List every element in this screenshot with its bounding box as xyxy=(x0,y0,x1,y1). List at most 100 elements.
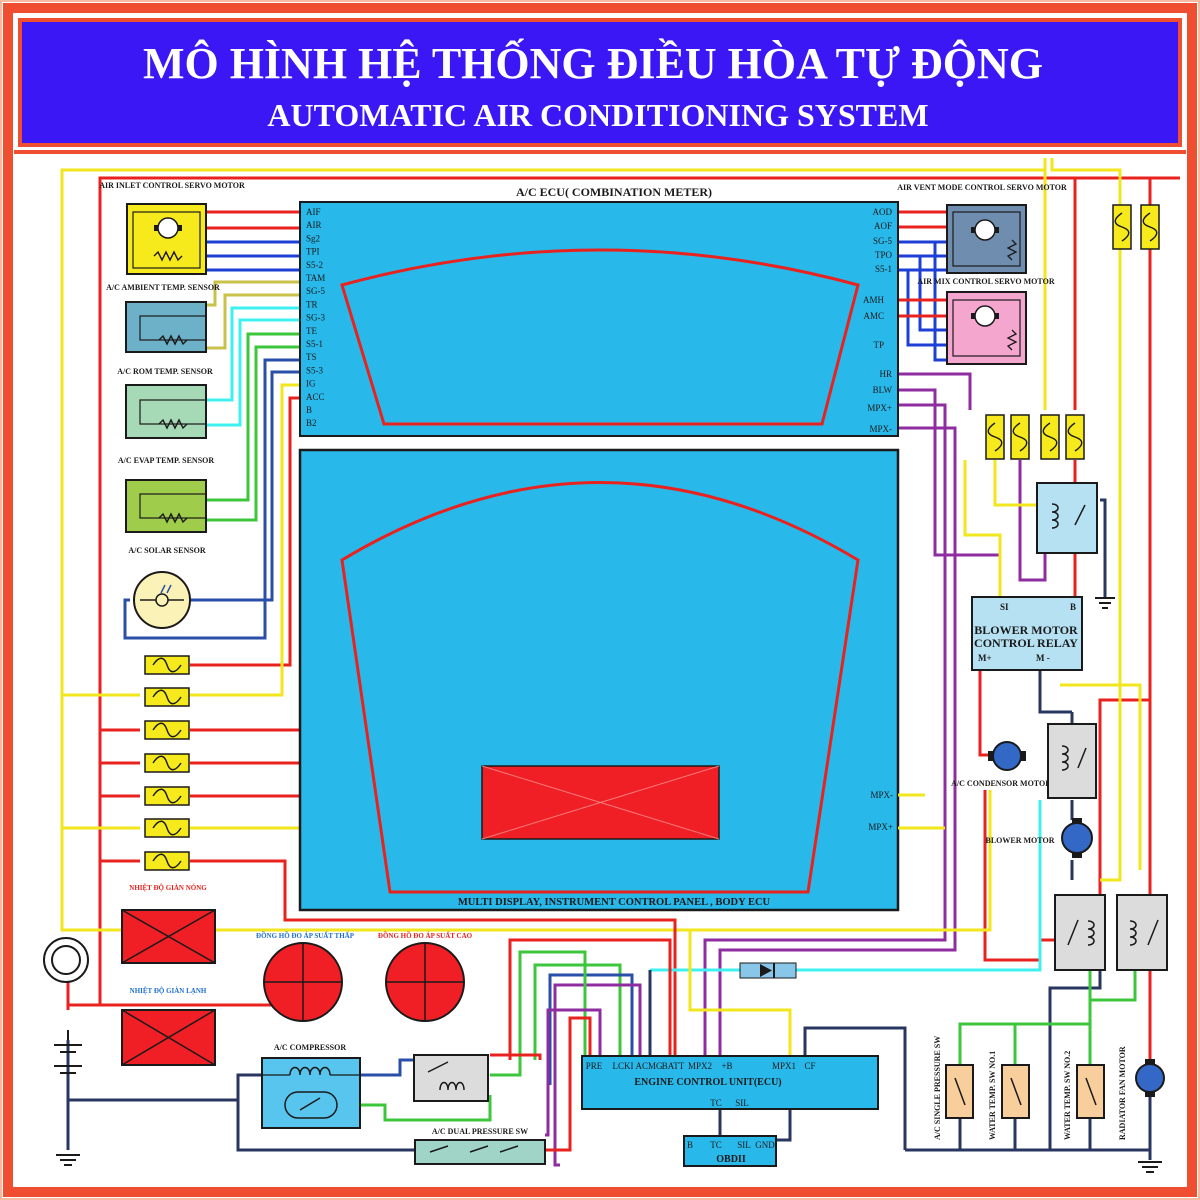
solar-label: A/C SOLAR SENSOR xyxy=(128,546,206,555)
battery xyxy=(54,1030,82,1074)
ac-ecu-pin-acc: ACC xyxy=(306,392,325,402)
left-fuse-bank xyxy=(144,655,190,871)
ac-ecu-pin-sg2: Sg2 xyxy=(306,233,320,243)
ac-ecu-pin-b2: B2 xyxy=(306,418,317,428)
radiator-fan-motor: RADIATOR FAN MOTOR xyxy=(1118,1046,1165,1140)
ecu-pin-mpx2: MPX2 xyxy=(688,1061,712,1071)
cold-temp-label: NHIỆT ĐỘ GIÀN LẠNH xyxy=(130,987,207,995)
ecu-pin-sil: SIL xyxy=(735,1098,749,1108)
fuse-icon xyxy=(144,786,190,806)
compressor-label: A/C COMPRESSOR xyxy=(274,1043,346,1052)
fuse-icon xyxy=(1065,414,1085,460)
blower-relay-b: B xyxy=(1070,602,1076,612)
fuse-icon xyxy=(144,753,190,773)
ac-ecu-pin-r-hr: HR xyxy=(879,369,892,379)
multi-display-ecu: MULTI DISPLAY, INSTRUMENT CONTROL PANEL … xyxy=(298,448,945,912)
air-inlet-label: AIR INLET CONTROL SERVO MOTOR xyxy=(99,181,245,190)
md-pin-mpx-minus: MPX- xyxy=(870,790,893,800)
right-fuse-bank-top xyxy=(1112,204,1160,250)
md-pin-mpx-plus: MPX+ xyxy=(868,822,893,832)
ambient-label: A/C AMBIENT TEMP. SENSOR xyxy=(106,283,220,292)
engine-ecu-title: ENGINE CONTROL UNIT(ECU) xyxy=(634,1077,781,1088)
ac-ecu-title: A/C ECU( COMBINATION METER) xyxy=(516,185,712,199)
multi-display-label: MULTI DISPLAY, INSTRUMENT CONTROL PANEL … xyxy=(458,897,771,908)
ground-icon xyxy=(1138,1161,1162,1173)
ac-ecu-pin-sg-3: SG-3 xyxy=(306,313,326,323)
multi-display-screen xyxy=(340,481,860,894)
fuse-icon xyxy=(144,687,190,707)
low-gauge-label: ĐỒNG HỒ ĐO ÁP SUẤT THẤP xyxy=(256,932,355,940)
blower-main-relay xyxy=(1036,482,1098,554)
blower-relay-mminus: M - xyxy=(1036,653,1050,663)
fuse-icon xyxy=(144,851,190,871)
ac-ecu-pin-tam: TAM xyxy=(306,273,325,283)
title-en: AUTOMATIC AIR CONDITIONING SYSTEM xyxy=(267,97,928,133)
fan-relay-2 xyxy=(1116,894,1168,971)
compressor-relay xyxy=(413,1054,489,1102)
ecu-pin-tc: TC xyxy=(710,1098,722,1108)
air-vent-label: AIR VENT MODE CONTROL SERVO MOTOR xyxy=(897,183,1067,192)
ac-ecu-pin-te: TE xyxy=(306,326,317,336)
water-temp2-label: WATER TEMP. SW NO.2 xyxy=(1063,1051,1072,1140)
ignition-switch xyxy=(43,937,89,983)
ac-ecu: A/C ECU( COMBINATION METER) AIFAIRSg2TPI… xyxy=(299,185,899,437)
ac-ecu-pin-ts: TS xyxy=(306,352,317,362)
ac-ecu-pin-r-aod: AOD xyxy=(873,207,893,217)
ac-ecu-pin-ig: IG xyxy=(306,379,316,389)
ground-icon xyxy=(56,1154,80,1166)
ac-ecu-pin-r-sg-5: SG-5 xyxy=(873,236,893,246)
evap-label: A/C EVAP TEMP. SENSOR xyxy=(118,456,215,465)
water-temp-switch-2: WATER TEMP. SW NO.2 xyxy=(1063,1051,1105,1140)
outer-border xyxy=(3,3,1197,1197)
blower-control-relay: SI B BLOWER MOTOR CONTROL RELAY M+ M - xyxy=(971,596,1083,671)
ac-ecu-pin-r-amc: AMC xyxy=(863,311,884,321)
ecu-pin-b: +B xyxy=(721,1061,732,1071)
ac-ecu-pin-sg-5: SG-5 xyxy=(306,286,326,296)
condenser-fan: A/C CONDENSOR MOTOR FAN xyxy=(951,741,1069,788)
ac-ecu-pin-s5-2: S5-2 xyxy=(306,260,323,270)
ac-ecu-pin-r-mpx+: MPX+ xyxy=(867,403,892,413)
fuse-icon xyxy=(1112,204,1132,250)
ambient-sensor: A/C AMBIENT TEMP. SENSOR xyxy=(106,283,220,353)
high-pressure-gauge: ĐỒNG HỒ ĐO ÁP SUẤT CAO xyxy=(378,932,473,1022)
ac-compressor: A/C COMPRESSOR xyxy=(261,1043,361,1129)
control-panel-box xyxy=(481,765,720,840)
ac-ecu-pin-tpi: TPI xyxy=(306,247,320,257)
ac-ecu-pin-r-amh: AMH xyxy=(863,295,885,305)
fuse-icon xyxy=(144,720,190,740)
blower-relay-si: SI xyxy=(1000,602,1009,612)
diode-icon xyxy=(739,962,797,979)
right-fuse-bank-mid xyxy=(985,414,1085,460)
ac-ecu-pin-r-blw: BLW xyxy=(873,385,893,395)
ac-ecu-pin-s5-3: S5-3 xyxy=(306,365,324,375)
fuse-icon xyxy=(1040,414,1060,460)
ground-icon xyxy=(1095,597,1115,609)
obd-pin-gnd: GND xyxy=(755,1140,775,1150)
room-sensor: A/C ROM TEMP. SENSOR xyxy=(117,367,213,439)
ac-ecu-pin-r-aof: AOF xyxy=(874,221,892,231)
hot-temp-label: NHIỆT ĐỘ GIÀN NÓNG xyxy=(129,884,207,892)
fuse-icon xyxy=(144,818,190,838)
condenser-relay xyxy=(1047,723,1097,799)
ac-ecu-pin-tr: TR xyxy=(306,299,318,309)
ac-ecu-pin-air: AIR xyxy=(306,220,322,230)
fuse-icon xyxy=(1140,204,1160,250)
fuse-icon xyxy=(144,655,190,675)
water-temp-switch-1: WATER TEMP. SW NO.1 xyxy=(988,1051,1030,1140)
fuse-icon xyxy=(985,414,1005,460)
ac-ecu-pin-r-tp: TP xyxy=(873,340,884,350)
fan-relay-1 xyxy=(1054,894,1106,971)
room-label: A/C ROM TEMP. SENSOR xyxy=(117,367,213,376)
ac-ecu-pin-r-tpo: TPO xyxy=(875,250,893,260)
ac-ecu-pin-aif: AIF xyxy=(306,207,321,217)
obd-pin-b: B xyxy=(687,1140,693,1150)
dual-pressure-switch: A/C DUAL PRESSURE SW xyxy=(414,1127,546,1165)
ecu-pin-lcki: LCKI xyxy=(613,1061,634,1071)
blower-relay-title1: BLOWER MOTOR xyxy=(974,623,1078,637)
condenser-fan-label: A/C CONDENSOR MOTOR FAN xyxy=(951,779,1069,788)
single-pressure-label: A/C SINGLE PRESSURE SW xyxy=(933,1036,942,1140)
obd-title: OBDII xyxy=(716,1154,746,1165)
ecu-pin-mpx1: MPX1 xyxy=(772,1061,796,1071)
